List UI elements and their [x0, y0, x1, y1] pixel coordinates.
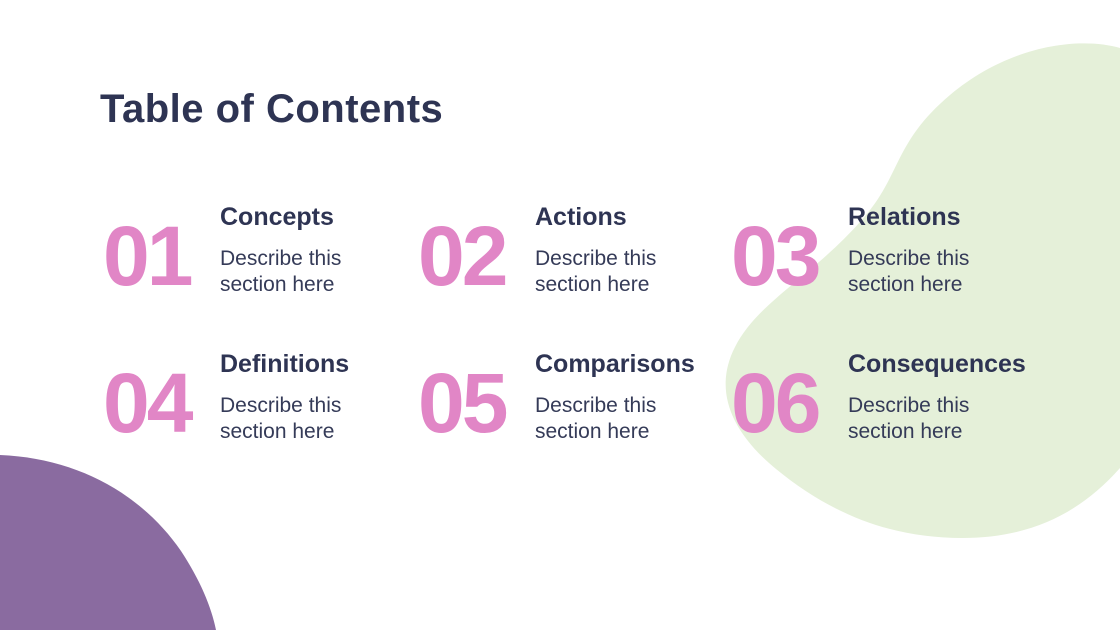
toc-item-actions: 02 Actions Describe this section here	[418, 203, 731, 298]
toc-item-number: 04	[103, 355, 193, 450]
toc-item-title: Concepts	[220, 203, 334, 231]
toc-item-definitions: 04 Definitions Describe this section her…	[103, 350, 418, 445]
toc-item-text: Comparisons Describe this section here	[535, 350, 695, 445]
toc-item-description: Describe this section here	[220, 393, 342, 443]
toc-item-text: Consequences Describe this section here	[848, 350, 1026, 445]
toc-item-description: Describe this section here	[535, 393, 657, 443]
toc-item-text: Actions Describe this section here	[535, 203, 677, 298]
toc-item-concepts: 01 Concepts Describe this section here	[103, 203, 418, 298]
toc-item-number: 02	[418, 209, 508, 303]
toc-item-title: Definitions	[220, 349, 350, 378]
toc-item-description: Describe this section here	[848, 246, 970, 296]
toc-item-title: Actions	[535, 203, 627, 231]
toc-item-title: Comparisons	[535, 349, 695, 378]
toc-item-text: Concepts Describe this section here	[220, 203, 362, 298]
toc-item-number: 03	[731, 209, 821, 303]
toc-grid: 01 Concepts Describe this section here 0…	[103, 203, 1061, 445]
toc-item-description: Describe this section here	[220, 246, 342, 296]
purple-blob-decoration	[0, 455, 216, 630]
toc-item-description: Describe this section here	[535, 246, 657, 296]
toc-item-comparisons: 05 Comparisons Describe this section her…	[418, 350, 731, 445]
page-title: Table of Contents	[100, 86, 444, 131]
toc-item-relations: 03 Relations Describe this section here	[731, 203, 1061, 298]
toc-item-text: Relations Describe this section here	[848, 203, 990, 298]
toc-item-description: Describe this section here	[848, 393, 970, 443]
toc-item-title: Consequences	[848, 349, 1026, 378]
toc-item-number: 05	[418, 355, 508, 450]
toc-item-text: Definitions Describe this section here	[220, 350, 362, 445]
toc-item-consequences: 06 Consequences Describe this section he…	[731, 350, 1061, 445]
toc-item-number: 01	[103, 209, 193, 303]
toc-item-title: Relations	[848, 203, 961, 231]
toc-item-number: 06	[731, 355, 821, 450]
